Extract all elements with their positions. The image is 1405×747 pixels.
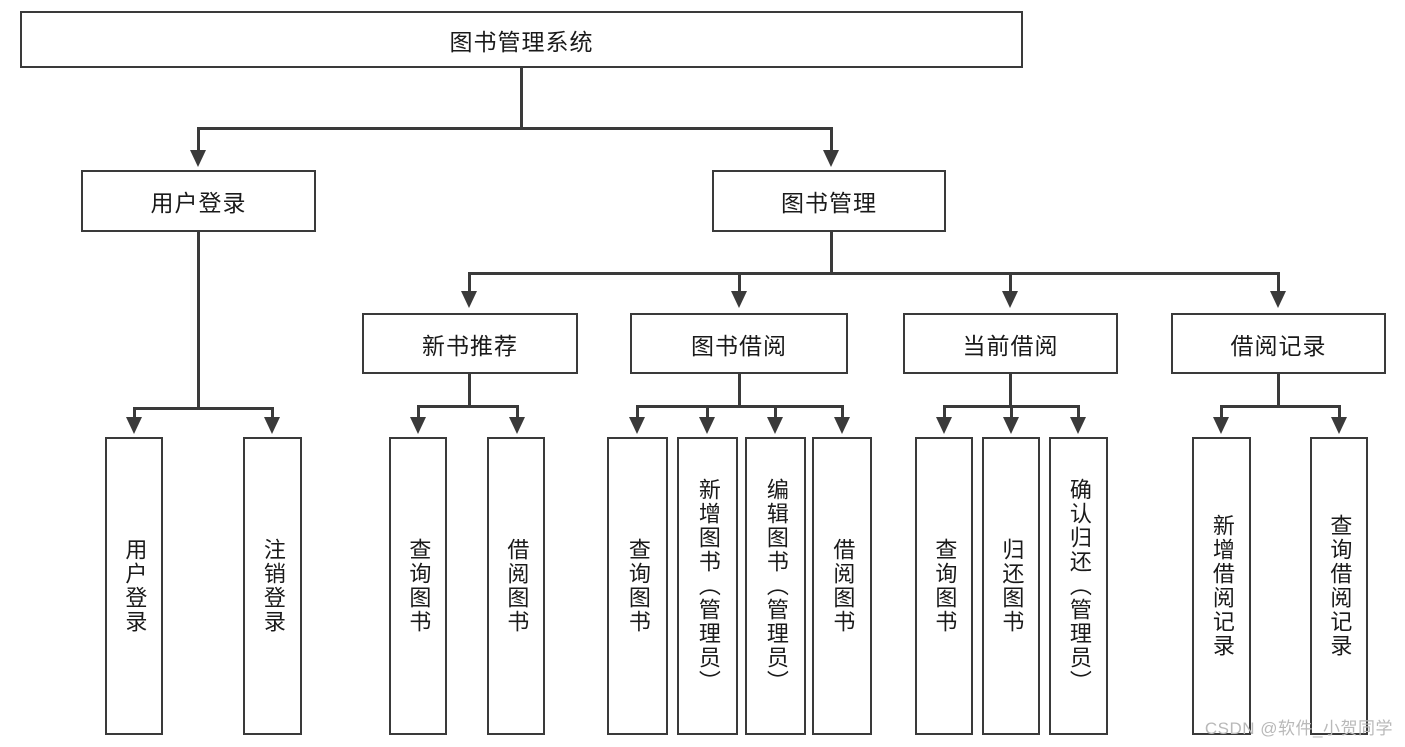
edge-newbook-stem (468, 374, 471, 407)
node-label: 新书推荐 (422, 332, 518, 359)
edge-userlogin-to-leaf1 (133, 407, 136, 419)
edge-root-stem (520, 68, 523, 129)
edge-currentborrow-to-leaf1 (943, 405, 946, 419)
node-user-login[interactable]: 用户登录 (81, 170, 316, 232)
arrowhead-borrow-record (1270, 291, 1286, 308)
edge-bookborrow-to-leaf1 (636, 405, 639, 419)
arrowhead-current-borrow (1002, 291, 1018, 308)
arrowhead-user-login (190, 150, 206, 167)
arrowhead-add-borrow-record (1213, 417, 1229, 434)
leaf-logout-login[interactable]: 注销登录 (243, 437, 302, 735)
node-label: 借阅图书 (830, 538, 856, 634)
arrowhead-leaf-user-login (126, 417, 142, 434)
leaf-borrow-book-borrow[interactable]: 借阅图书 (812, 437, 872, 735)
arrowhead-book-mgmt (823, 150, 839, 167)
arrowhead-new-book-recommend (461, 291, 477, 308)
edge-bookmgmt-to-borrow (738, 272, 741, 293)
arrowhead-confirm-return-admin (1070, 417, 1086, 434)
node-label: 注销登录 (260, 538, 286, 634)
edge-userlogin-to-leaf2 (271, 407, 274, 419)
edge-bookborrow-bus (636, 405, 843, 408)
node-label: 当前借阅 (962, 332, 1059, 359)
edge-bookborrow-to-leaf2 (706, 405, 709, 419)
arrowhead-edit-book-admin (767, 417, 783, 434)
node-label: 查询图书 (406, 538, 432, 634)
leaf-edit-book-admin[interactable]: 编辑图书（管理员） (745, 437, 806, 735)
edge-bookborrow-to-leaf3 (774, 405, 777, 419)
leaf-add-book-admin[interactable]: 新增图书（管理员） (677, 437, 738, 735)
leaf-query-book-newbook[interactable]: 查询图书 (389, 437, 447, 735)
arrowhead-leaf-logout-login (264, 417, 280, 434)
arrowhead-query-borrow-record (1331, 417, 1347, 434)
edge-borrowrecord-bus (1220, 405, 1340, 408)
leaf-query-book-current[interactable]: 查询图书 (915, 437, 973, 735)
node-label: 图书管理 (781, 190, 877, 216)
node-label: 借阅图书 (504, 538, 530, 634)
node-label: 新增图书（管理员） (695, 478, 721, 694)
edge-userlogin-bus (133, 407, 273, 410)
edge-bookborrow-to-leaf4 (841, 405, 844, 419)
node-label: 编辑图书（管理员） (763, 478, 789, 694)
arrowhead-borrow-book-2 (834, 417, 850, 434)
edge-bookmgmt-bus (468, 272, 1280, 275)
node-current-borrow[interactable]: 当前借阅 (903, 313, 1118, 374)
node-label: 查询借阅记录 (1327, 514, 1353, 658)
edge-bookmgmt-to-current (1009, 272, 1012, 293)
node-label: 查询图书 (625, 538, 651, 634)
leaf-confirm-return-admin[interactable]: 确认归还（管理员） (1049, 437, 1108, 735)
edge-newbook-to-leaf2 (516, 405, 519, 419)
node-label: 归还图书 (999, 538, 1025, 634)
leaf-query-book-borrow[interactable]: 查询图书 (607, 437, 668, 735)
node-label: 确认归还（管理员） (1066, 478, 1092, 694)
arrowhead-query-book-1 (410, 417, 426, 434)
edge-newbook-bus (417, 405, 519, 408)
arrowhead-return-book (1003, 417, 1019, 434)
node-label: 新增借阅记录 (1209, 514, 1235, 658)
node-label: 用户登录 (150, 190, 247, 216)
node-new-book-recommend[interactable]: 新书推荐 (362, 313, 578, 374)
edge-borrowrecord-to-leaf1 (1220, 405, 1223, 419)
leaf-return-book[interactable]: 归还图书 (982, 437, 1040, 735)
edge-bookborrow-stem (738, 374, 741, 407)
edge-newbook-to-leaf1 (417, 405, 420, 419)
edge-currentborrow-to-leaf3 (1077, 405, 1080, 419)
node-borrow-record[interactable]: 借阅记录 (1171, 313, 1386, 374)
arrowhead-book-borrow (731, 291, 747, 308)
arrowhead-borrow-book-1 (509, 417, 525, 434)
leaf-query-borrow-record[interactable]: 查询借阅记录 (1310, 437, 1368, 735)
arrowhead-add-book-admin (699, 417, 715, 434)
edge-userlogin-stem (197, 232, 200, 410)
edge-bookmgmt-to-newbook (468, 272, 471, 293)
edge-bookmgmt-to-record (1277, 272, 1280, 293)
node-root-system[interactable]: 图书管理系统 (20, 11, 1023, 68)
leaf-user-login[interactable]: 用户登录 (105, 437, 163, 735)
node-book-borrow[interactable]: 图书借阅 (630, 313, 848, 374)
arrowhead-query-book-2 (629, 417, 645, 434)
node-book-management[interactable]: 图书管理 (712, 170, 946, 232)
edge-borrowrecord-stem (1277, 374, 1280, 407)
edge-bookmgmt-stem (830, 232, 833, 274)
node-label: 查询图书 (932, 538, 958, 634)
node-label: 图书管理系统 (449, 28, 594, 55)
edge-root-to-user-login (197, 127, 200, 152)
arrowhead-query-book-3 (936, 417, 952, 434)
leaf-borrow-book-newbook[interactable]: 借阅图书 (487, 437, 545, 735)
edge-borrowrecord-to-leaf2 (1338, 405, 1341, 419)
edge-root-to-book-mgmt (830, 127, 833, 152)
leaf-add-borrow-record[interactable]: 新增借阅记录 (1192, 437, 1251, 735)
edge-currentborrow-to-leaf2 (1010, 405, 1013, 419)
node-label: 用户登录 (122, 538, 148, 634)
edge-currentborrow-stem (1009, 374, 1012, 407)
node-label: 借阅记录 (1230, 332, 1327, 359)
edge-root-bus (197, 127, 833, 130)
node-label: 图书借阅 (691, 332, 787, 359)
